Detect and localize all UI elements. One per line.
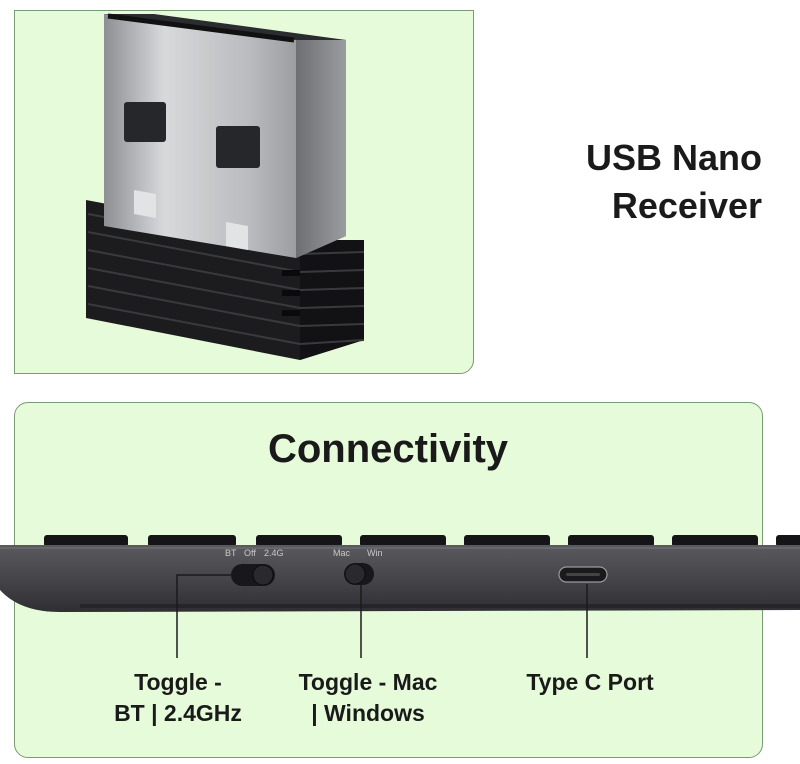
callout-lines (176, 574, 588, 658)
switch2-mac-label: Mac (333, 548, 351, 558)
receiver-title: USB Nano Receiver (502, 134, 762, 230)
usb-receiver-image (86, 13, 365, 360)
keycaps (44, 535, 800, 547)
receiver-title-line1: USB Nano (585, 137, 762, 178)
switch1-2.4g-label: 2.4G (264, 548, 284, 558)
port-callout-line1: Type C Port (526, 669, 654, 695)
type-c-port (558, 566, 608, 583)
bt-callout-line (176, 574, 231, 658)
bt-toggle-callout-line1: Toggle - (134, 669, 222, 695)
receiver-title-line2: Receiver (611, 185, 762, 226)
mac-win-toggle-switch (344, 563, 374, 585)
bt-2.4g-toggle-switch (231, 564, 275, 586)
switch1-off-label: Off (244, 548, 256, 558)
bt-toggle-callout-line2: BT | 2.4GHz (114, 700, 242, 726)
usb-connector (104, 13, 346, 258)
section-title: Connectivity (267, 427, 509, 471)
os-toggle-callout-line2: | Windows (311, 700, 425, 726)
switch2-win-label: Win (367, 548, 383, 558)
os-toggle-callout: Toggle - Mac | Windows (278, 667, 458, 729)
os-toggle-callout-line1: Toggle - Mac (298, 669, 438, 695)
switch1-bt-label: BT (225, 548, 237, 558)
port-callout: Type C Port (500, 667, 680, 698)
bt-toggle-callout: Toggle - BT | 2.4GHz (88, 667, 268, 729)
keyboard-edge-image: BT Off 2.4G Mac Win (0, 535, 800, 658)
